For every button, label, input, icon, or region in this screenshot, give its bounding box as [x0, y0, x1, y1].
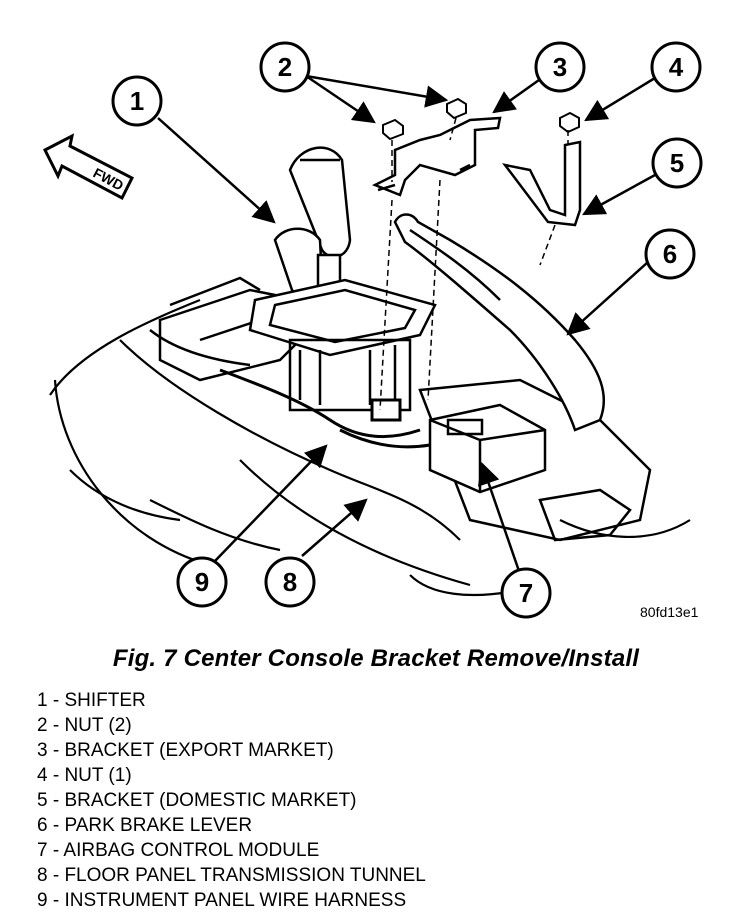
callout-7: 7: [519, 578, 533, 608]
nut-icons: [382, 97, 580, 141]
console-exploded-diagram: FWD: [42, 41, 703, 619]
callout-circles: [111, 41, 703, 619]
callout-5-circle: [651, 137, 703, 189]
callout-5: 5: [670, 148, 684, 178]
legend-item: 7 - AIRBAG CONTROL MODULE: [37, 840, 320, 861]
legend-item: 5 - BRACKET (DOMESTIC MARKET): [37, 790, 357, 811]
figure-code: 80fd13e1: [640, 604, 699, 620]
callout-9: 9: [195, 567, 209, 597]
domestic-bracket: [502, 140, 582, 227]
console-base-tray: [149, 276, 652, 542]
callout-3-circle: [534, 41, 586, 93]
leader-lines: [157, 74, 656, 575]
callout-3: 3: [553, 52, 567, 82]
fwd-arrow: FWD: [42, 133, 135, 201]
callout-4: 4: [669, 52, 684, 82]
callout-8: 8: [283, 567, 297, 597]
wire-harness: [219, 368, 431, 449]
legend-item: 6 - PARK BRAKE LEVER: [37, 815, 253, 836]
legend-item: 3 - BRACKET (EXPORT MARKET): [37, 740, 334, 761]
callout-1: 1: [130, 86, 144, 116]
callout-6: 6: [663, 239, 677, 269]
legend-item: 2 - NUT (2): [37, 715, 132, 736]
callout-numbers: 1 2 3 4 5 6 9 8 7: [130, 52, 684, 608]
alignment-lines: [379, 117, 569, 411]
parts-legend: 1 - SHIFTER 2 - NUT (2) 3 - BRACKET (EXP…: [37, 688, 426, 913]
callout-2: 2: [278, 52, 292, 82]
callout-2-circle: [259, 41, 311, 93]
callout-8-circle: [264, 556, 316, 608]
callout-1-circle: [111, 75, 163, 127]
callout-9-circle: [176, 556, 228, 608]
callout-4-circle: [650, 41, 702, 93]
legend-item: 8 - FLOOR PANEL TRANSMISSION TUNNEL: [37, 865, 426, 886]
legend-item: 4 - NUT (1): [37, 765, 132, 786]
callout-6-circle: [644, 228, 696, 280]
park-brake-lever: [393, 213, 605, 432]
figure-caption: Fig. 7 Center Console Bracket Remove/Ins…: [112, 645, 640, 672]
shifter: [248, 146, 437, 412]
legend-item: 9 - INSTRUMENT PANEL WIRE HARNESS: [37, 890, 407, 911]
callout-7-circle: [500, 567, 552, 619]
export-bracket: [371, 116, 502, 197]
legend-item: 1 - SHIFTER: [37, 690, 146, 711]
